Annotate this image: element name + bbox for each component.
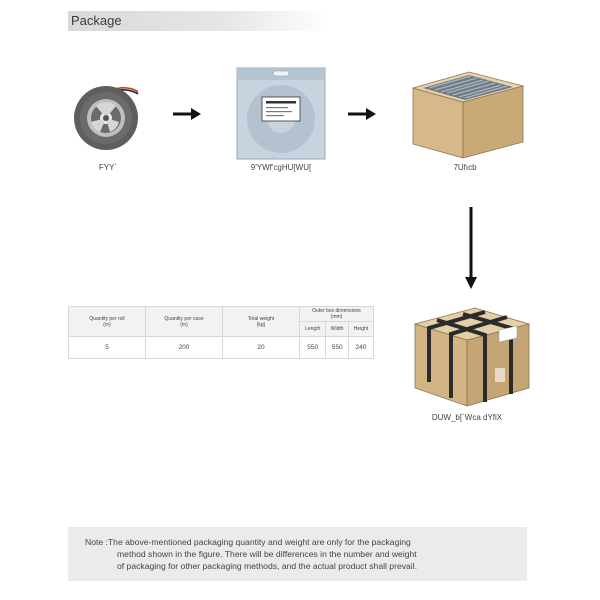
note-line-1: Note :The above-mentioned packaging quan… [85, 537, 411, 547]
cell-width: 550 [325, 336, 349, 359]
col-weight: Total weight(kg) [222, 306, 300, 337]
note-line-2: method shown in the figure. There will b… [117, 549, 417, 559]
col-length: Length [298, 321, 327, 337]
table-row: 5 200 20 550 550 240 [68, 336, 375, 359]
open-carton-icon [407, 60, 527, 160]
section-title: Package [71, 13, 122, 28]
arrow-right-icon [173, 107, 201, 125]
cell-qty-roll: 5 [68, 336, 146, 359]
cell-qty-case: 200 [145, 336, 223, 359]
sealed-carton-caption: DUW_b[`Wca dYfiX [431, 413, 503, 422]
col-qty-roll: Quantity per roll(m) [68, 306, 146, 337]
reel-caption: FYY` [98, 163, 118, 172]
esd-bag-caption: 9'YWf'cgHU[WU[ [250, 163, 312, 172]
reel-icon [72, 80, 144, 152]
cell-length: 550 [298, 336, 327, 359]
cell-weight: 20 [222, 336, 300, 359]
col-height: Height [347, 321, 375, 337]
sealed-carton-icon [413, 298, 531, 408]
carton-caption: 7Ufıcb [453, 163, 477, 172]
arrow-right-icon [348, 107, 376, 125]
col-width: Width [325, 321, 349, 337]
col-dims: Outer box dimensions(mm) [299, 306, 374, 322]
cell-height: 240 [347, 336, 375, 359]
note-line-3: of packaging for other packaging methods… [117, 561, 418, 571]
note-box: Note :The above-mentioned packaging quan… [68, 527, 527, 581]
arrow-down-icon [465, 207, 477, 294]
section-header: Package [68, 11, 330, 31]
col-qty-case: Quantity per case(m) [145, 306, 223, 337]
packaging-spec-table: Quantity per roll(m) Quantity per case(m… [68, 306, 375, 359]
esd-bag-icon [236, 67, 326, 160]
